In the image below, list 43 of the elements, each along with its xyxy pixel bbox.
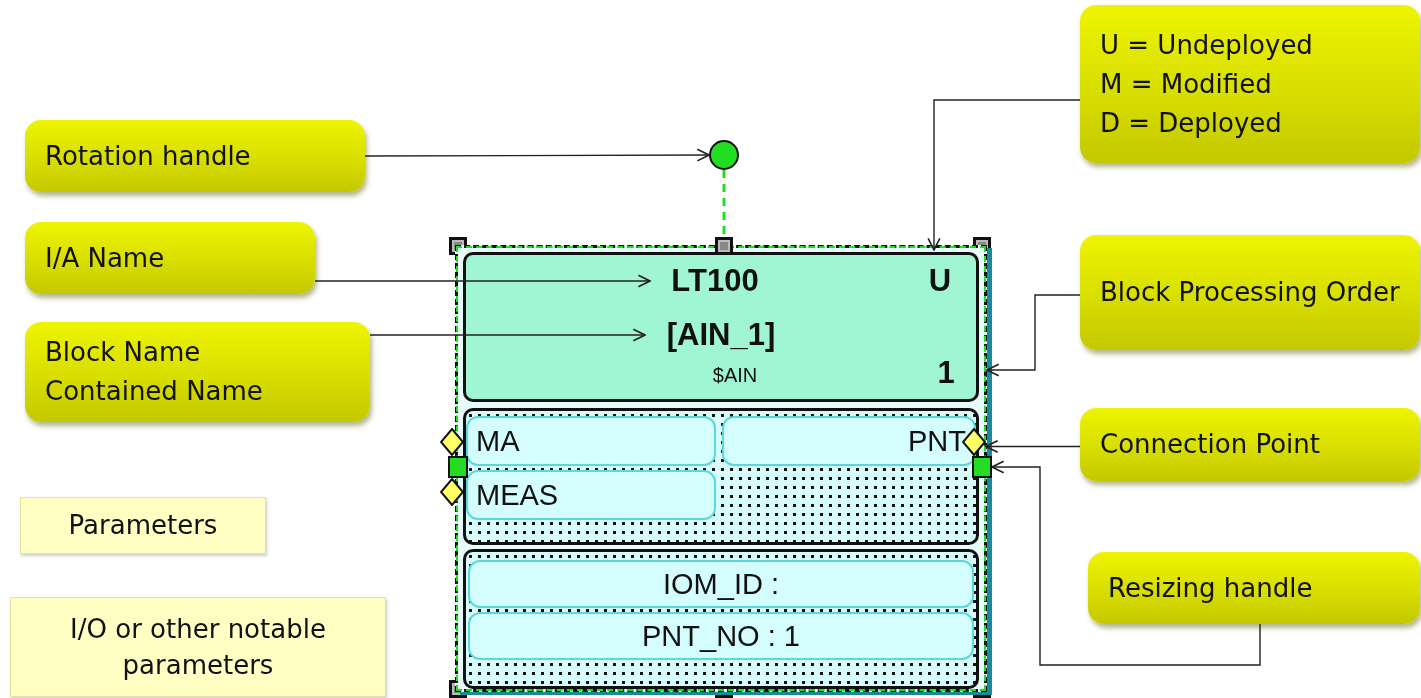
parameter-field: MEAS <box>466 470 716 520</box>
callout-box <box>25 222 315 294</box>
parameter-field: PNT_NO : 1 <box>468 612 974 660</box>
legend-text: Parameters <box>68 509 218 543</box>
callout-box <box>1080 5 1420 163</box>
callout-text: Block Processing Order <box>1100 276 1400 309</box>
callout-text: Rotation handle <box>45 139 252 173</box>
callout-box <box>25 120 365 192</box>
resize-handle-icon <box>972 456 992 478</box>
callout-text: Resizing handle <box>1108 571 1314 605</box>
callout-text: Connection Point <box>1100 428 1321 461</box>
block-label: LT100 <box>671 263 759 299</box>
arrow <box>314 274 651 288</box>
arrow <box>991 460 1261 666</box>
block-label: [AIN_1] <box>666 317 776 353</box>
callout-box <box>25 322 370 422</box>
parameter-field: IOM_ID : <box>468 560 974 608</box>
rotation-handle <box>709 140 739 170</box>
callout-text: U = Undeployed <box>1100 28 1314 62</box>
block-label: $AIN <box>712 363 758 387</box>
callout-box <box>1080 408 1420 481</box>
parameter-section <box>463 408 979 545</box>
parameter-field: PNT <box>722 416 976 466</box>
arrow <box>985 439 1081 454</box>
callout-text: I/A Name <box>45 241 166 275</box>
callout-box <box>1088 552 1420 624</box>
callout-text: M = Modified <box>1100 67 1273 101</box>
parameter-field: MA <box>466 416 716 466</box>
block-label: 1 <box>937 355 955 391</box>
callout-text: Block Name <box>45 336 202 369</box>
arrow <box>927 99 1081 251</box>
block-header <box>463 252 979 402</box>
arrow <box>364 148 710 162</box>
block-label: U <box>928 263 952 299</box>
resize-handle-icon <box>715 237 733 255</box>
callout-box <box>1080 235 1420 350</box>
parameter-section <box>463 549 979 689</box>
legend-text: I/O or other notable parameters <box>69 612 327 682</box>
arrow <box>986 294 1081 377</box>
callout-text: D = Deployed <box>1100 106 1283 140</box>
connector-line <box>722 170 726 237</box>
callout-text: Contained Name <box>45 375 264 408</box>
arrow <box>369 328 646 342</box>
